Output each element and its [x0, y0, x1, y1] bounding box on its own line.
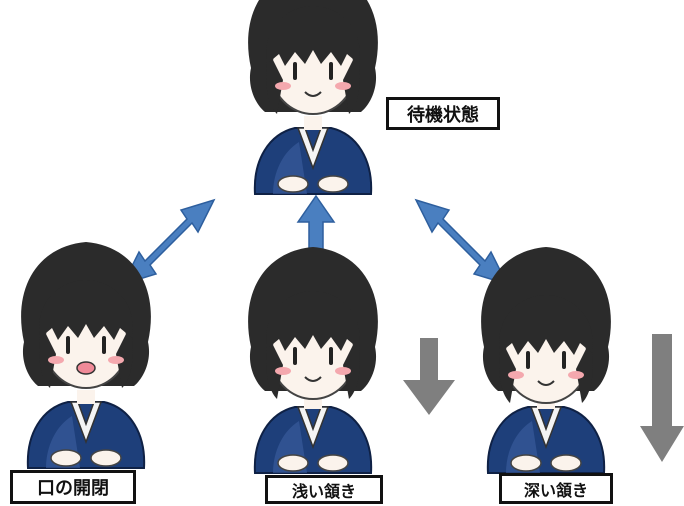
label-deep-nod: 深い頷き	[499, 473, 613, 504]
label-shallow-nod: 浅い頷き	[265, 475, 383, 504]
character-deep-nod	[480, 246, 612, 474]
character-mouth	[20, 241, 152, 469]
character-idle	[247, 0, 379, 195]
arrow-deep-nod-down	[640, 334, 684, 462]
label-idle-state: 待機状態	[386, 97, 500, 130]
character-shallow-nod	[247, 246, 379, 474]
arrow-shallow-nod-down	[403, 338, 455, 415]
arrow-idle-to-deep	[414, 198, 509, 286]
label-mouth-open-close: 口の開閉	[10, 470, 136, 504]
